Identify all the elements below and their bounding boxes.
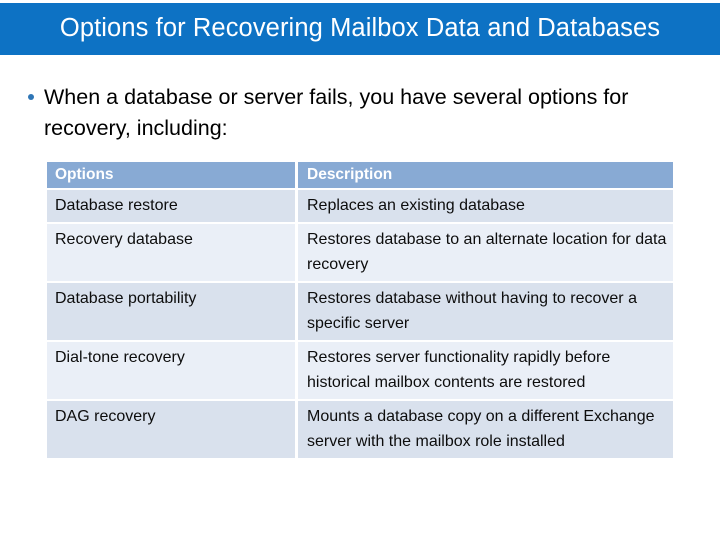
cell-option: DAG recovery xyxy=(47,401,295,460)
column-header-options: Options xyxy=(47,162,295,190)
table-row: DAG recovery Mounts a database copy on a… xyxy=(47,401,673,460)
bullet-list: When a database or server fails, you hav… xyxy=(28,82,696,144)
table-row: Recovery database Restores database to a… xyxy=(47,224,673,283)
table-header: Options Description xyxy=(47,162,673,190)
cell-description: Restores server functionality rapidly be… xyxy=(295,342,673,401)
cell-description: Restores database without having to reco… xyxy=(295,283,673,342)
cell-option: Database restore xyxy=(47,190,295,224)
table-header-row: Options Description xyxy=(47,162,673,190)
cell-description: Restores database to an alternate locati… xyxy=(295,224,673,283)
bullet-item-text: When a database or server fails, you hav… xyxy=(44,85,629,140)
cell-description: Mounts a database copy on a different Ex… xyxy=(295,401,673,460)
column-header-description: Description xyxy=(295,162,673,190)
table-row: Database portability Restores database w… xyxy=(47,283,673,342)
recovery-options-table: Options Description Database restore Rep… xyxy=(47,162,673,460)
table-row: Dial-tone recovery Restores server funct… xyxy=(47,342,673,401)
cell-option: Recovery database xyxy=(47,224,295,283)
table-body: Database restore Replaces an existing da… xyxy=(47,190,673,460)
cell-option: Database portability xyxy=(47,283,295,342)
cell-option: Dial-tone recovery xyxy=(47,342,295,401)
bullet-dot-icon xyxy=(28,82,44,100)
table-row: Database restore Replaces an existing da… xyxy=(47,190,673,224)
list-item: When a database or server fails, you hav… xyxy=(28,82,696,144)
slide-title-banner: Options for Recovering Mailbox Data and … xyxy=(0,3,720,55)
cell-description: Replaces an existing database xyxy=(295,190,673,224)
page-title: Options for Recovering Mailbox Data and … xyxy=(59,14,661,43)
